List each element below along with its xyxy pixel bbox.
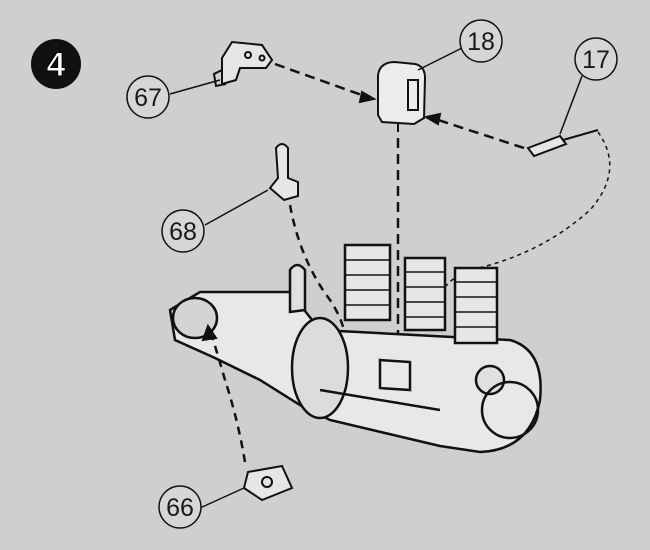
callout-67: 67 bbox=[126, 75, 170, 119]
leader-66 bbox=[199, 487, 245, 509]
callout-68-label: 68 bbox=[169, 218, 197, 246]
arrow-66 bbox=[208, 329, 247, 463]
callout-66: 66 bbox=[158, 485, 202, 529]
callout-67-label: 67 bbox=[134, 84, 162, 112]
leader-68 bbox=[204, 189, 269, 226]
callout-66-label: 66 bbox=[166, 494, 194, 522]
callout-68: 68 bbox=[161, 209, 205, 253]
leader-67 bbox=[169, 79, 221, 95]
arrow-17-to-18 bbox=[431, 116, 525, 150]
callout-17: 17 bbox=[574, 37, 618, 81]
arrow-67-to-18 bbox=[274, 62, 371, 100]
callout-17-label: 17 bbox=[582, 46, 610, 74]
part-66-nut bbox=[242, 464, 294, 502]
callout-18-label: 18 bbox=[467, 28, 495, 56]
part-67-bracket bbox=[212, 40, 274, 88]
step-badge: 4 bbox=[31, 39, 81, 89]
callout-18: 18 bbox=[459, 19, 503, 63]
leader-18 bbox=[417, 47, 463, 71]
part-18-clip bbox=[377, 60, 427, 132]
engine-assembly bbox=[168, 243, 542, 454]
part-68-lever bbox=[268, 143, 299, 202]
leader-17 bbox=[559, 75, 583, 135]
step-number: 4 bbox=[47, 46, 66, 84]
part-17-pin bbox=[526, 129, 599, 158]
arrow-68 bbox=[288, 204, 347, 336]
